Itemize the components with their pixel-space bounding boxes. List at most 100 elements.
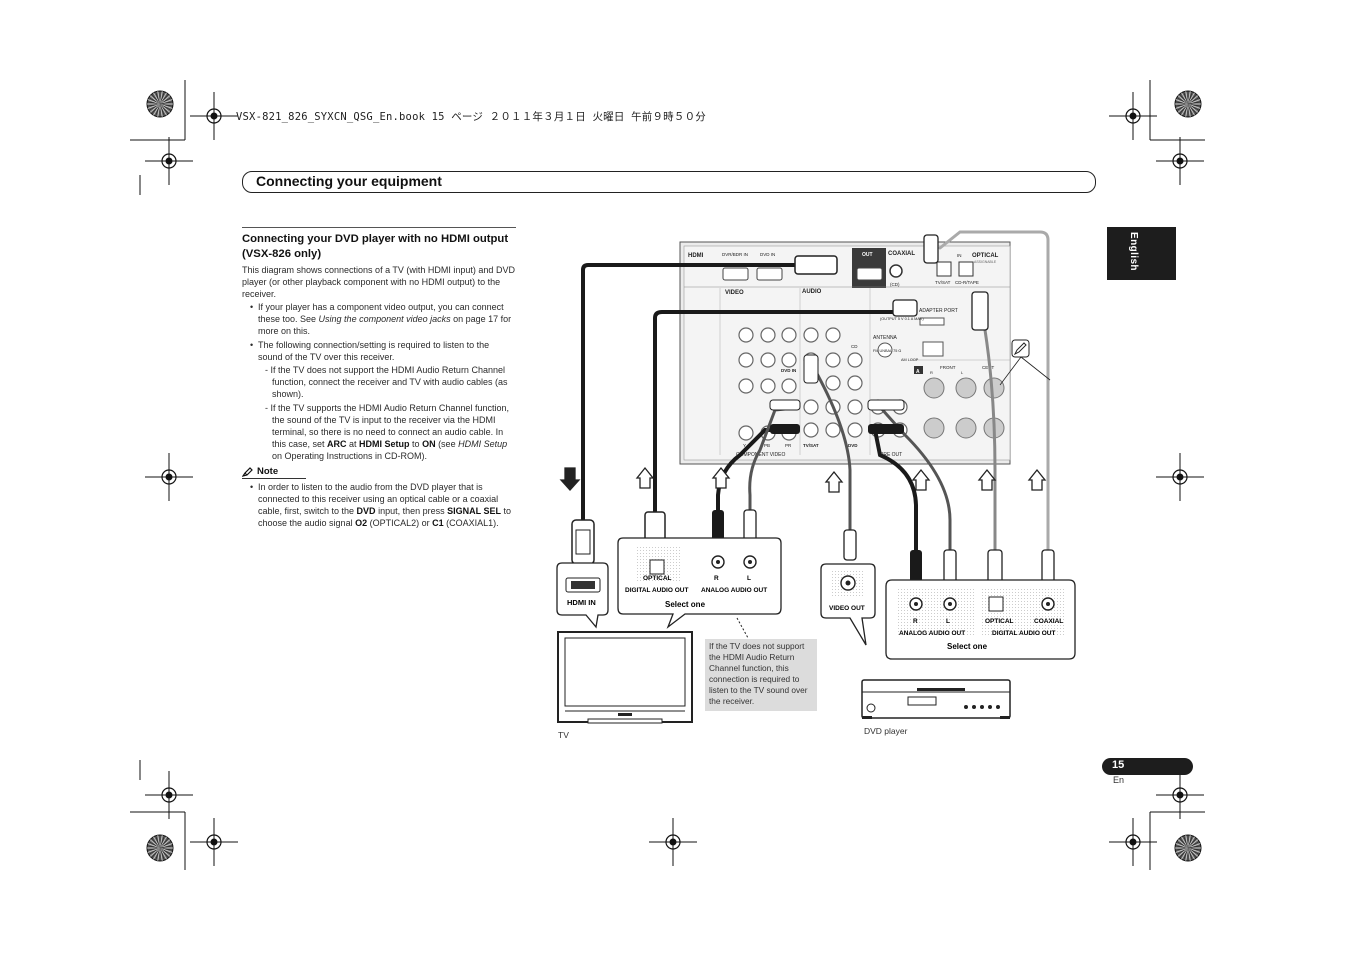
dvd-r-label: R: [913, 618, 918, 625]
rx-optical-label: OPTICAL: [972, 253, 999, 259]
dvd-select-one-label: Select one: [947, 642, 988, 651]
tv-select-one-label: Select one: [665, 600, 706, 609]
registration-mark-icon: [1156, 771, 1204, 819]
video-out-callout: VIDEO OUT: [820, 563, 876, 646]
rx-pb-label: PB: [764, 443, 770, 448]
registration-burst-icon: [146, 90, 174, 118]
dvd-optical-label: OPTICAL: [985, 618, 1014, 625]
bullet-list: If your player has a component video out…: [242, 301, 516, 462]
registration-mark-icon: [145, 771, 193, 819]
note-list: In order to listen to the audio from the…: [242, 481, 516, 529]
rx-in-label: IN: [957, 253, 962, 258]
bullet-item: If your player has a component video out…: [242, 301, 516, 337]
dvd-l-label: L: [946, 618, 950, 625]
cables: [581, 230, 1050, 552]
rx-hdmi-label: HDMI: [688, 253, 704, 259]
tv-analog-audio-out-label: ANALOG AUDIO OUT: [701, 587, 767, 594]
registration-mark-icon: [1156, 137, 1204, 185]
rx-front-r-label: R: [930, 370, 933, 375]
tv-connection-note: If the TV does not support the HDMI Audi…: [705, 639, 817, 711]
tv-r-label: R: [714, 575, 719, 582]
registration-mark-icon: [190, 92, 238, 140]
registration-mark-icon: [649, 818, 697, 866]
rx-dvd-in-label: DVD IN: [760, 252, 775, 257]
page-number-pill: 15: [1102, 758, 1193, 775]
dvd-player-label: DVD player: [864, 726, 908, 736]
rx-component-video-label: COMPONENT VIDEO: [736, 452, 785, 458]
registration-burst-icon: [146, 834, 174, 862]
heading-rule: [242, 227, 516, 228]
rx-am-loop-label: AM LOOP: [901, 358, 919, 362]
rx-speaker-a-label: A: [916, 369, 920, 375]
dvd-digital-audio-out-label: DIGITAL AUDIO OUT: [992, 630, 1055, 637]
rx-adapter-port-label: ADAPTER PORT: [919, 308, 958, 314]
rx-output-spec-label: (OUTPUT 5 V 0.1 A MAX): [880, 317, 924, 321]
tv-label: TV: [558, 730, 569, 740]
video-out-label: VIDEO OUT: [829, 605, 865, 612]
registration-mark-icon: [1109, 92, 1157, 140]
article-heading: Connecting your DVD player with no HDMI …: [242, 233, 509, 260]
rx-video-label: VIDEO: [725, 290, 744, 296]
page-language: En: [1113, 775, 1125, 785]
rx-audio-label: AUDIO: [802, 289, 822, 295]
dvd-analog-audio-out-label: ANALOG AUDIO OUT: [899, 630, 965, 637]
receiver-rear-panel: HDMI DVR/BDR IN DVD IN OUT COAXIAL (CD) …: [679, 241, 1011, 465]
rx-front-label: FRONT: [940, 365, 956, 370]
cable-plugs: [571, 234, 1055, 587]
registration-mark-icon: [190, 818, 238, 866]
rx-cd-label: (CD): [890, 282, 900, 287]
article-column: Connecting your DVD player with no HDMI …: [242, 227, 516, 531]
rx-pr-label: PR: [785, 443, 792, 448]
note-leader: [736, 617, 749, 639]
note-item: In order to listen to the audio from the…: [242, 481, 516, 529]
language-tab: English: [1107, 227, 1176, 280]
tv-optical-label: OPTICAL: [643, 575, 672, 582]
section-header-bar: Connecting your equipment: [242, 171, 1096, 193]
language-tab-label: English: [1128, 232, 1139, 271]
trim-lines: [130, 80, 1205, 870]
rx-center-label: CENT: [982, 365, 995, 370]
page-number: 15: [1112, 759, 1125, 771]
section-title: Connecting your equipment: [256, 173, 442, 189]
rx-tv-sat-jack-label: TV/SAT: [803, 443, 819, 448]
bullet-item: The following connection/setting is requ…: [242, 339, 516, 462]
rx-dvd-jack-label: DVD: [848, 443, 858, 448]
rx-y-label: Y: [743, 443, 746, 448]
tv-set: [557, 631, 693, 724]
intro-paragraph: This diagram shows connections of a TV (…: [242, 265, 515, 299]
dvd-player: [861, 679, 1011, 719]
signal-arrows: [559, 466, 1047, 493]
dash-item: - If the TV does not support the HDMI Au…: [265, 365, 508, 399]
rx-front-l-label: L: [961, 370, 964, 375]
pencil-icon: [242, 466, 253, 477]
note-heading: Note: [242, 466, 306, 479]
registration-mark-icon: [145, 453, 193, 501]
rx-out-label: OUT: [862, 252, 873, 258]
registration-mark-icon: [145, 137, 193, 185]
tv-digital-audio-out-label: DIGITAL AUDIO OUT: [625, 587, 688, 594]
rx-tv-sat-label: TV/SAT: [935, 280, 951, 285]
rx-pre-out-label: PRE OUT: [880, 452, 902, 458]
registration-mark-icon: [1109, 818, 1157, 866]
note-marker: [999, 339, 1051, 386]
tv-hdmi-in-label: HDMI IN: [567, 598, 596, 607]
registration-burst-icon: [1174, 90, 1202, 118]
rx-assignable-label: ASSIGNABLE: [974, 260, 997, 264]
rx-fm-unbal-label: FM UNBAL 75 Ω: [873, 349, 901, 353]
rx-dvr-bdr-in-label: DVR/BDR IN: [722, 252, 748, 257]
tv-l-label: L: [747, 575, 751, 582]
dash-item: - If the TV supports the HDMI Audio Retu…: [265, 403, 509, 461]
registration-mark-icon: [1156, 453, 1204, 501]
dvd-coaxial-label: COAXIAL: [1034, 618, 1063, 625]
dvd-io-callout: R L ANALOG AUDIO OUT OPTICAL COAXIAL DIG…: [885, 579, 1076, 660]
tv-io-callout: HDMI IN OPTICAL DIGITAL AUDIO OUT R L AN…: [556, 537, 782, 629]
rx-cd-r-tape-label: CD-R/TAPE: [955, 280, 979, 285]
rx-coaxial-label: COAXIAL: [888, 251, 915, 257]
rx-cd-jack-label: CD: [851, 344, 858, 349]
rx-dvd-in-jack-label: DVD IN: [781, 368, 796, 373]
file-stamp: VSX-821_826_SYXCN_QSG_En.book 15 ページ ２０１…: [236, 111, 706, 123]
registration-burst-icon: [1174, 834, 1202, 862]
rx-antenna-label: ANTENNA: [873, 335, 898, 341]
